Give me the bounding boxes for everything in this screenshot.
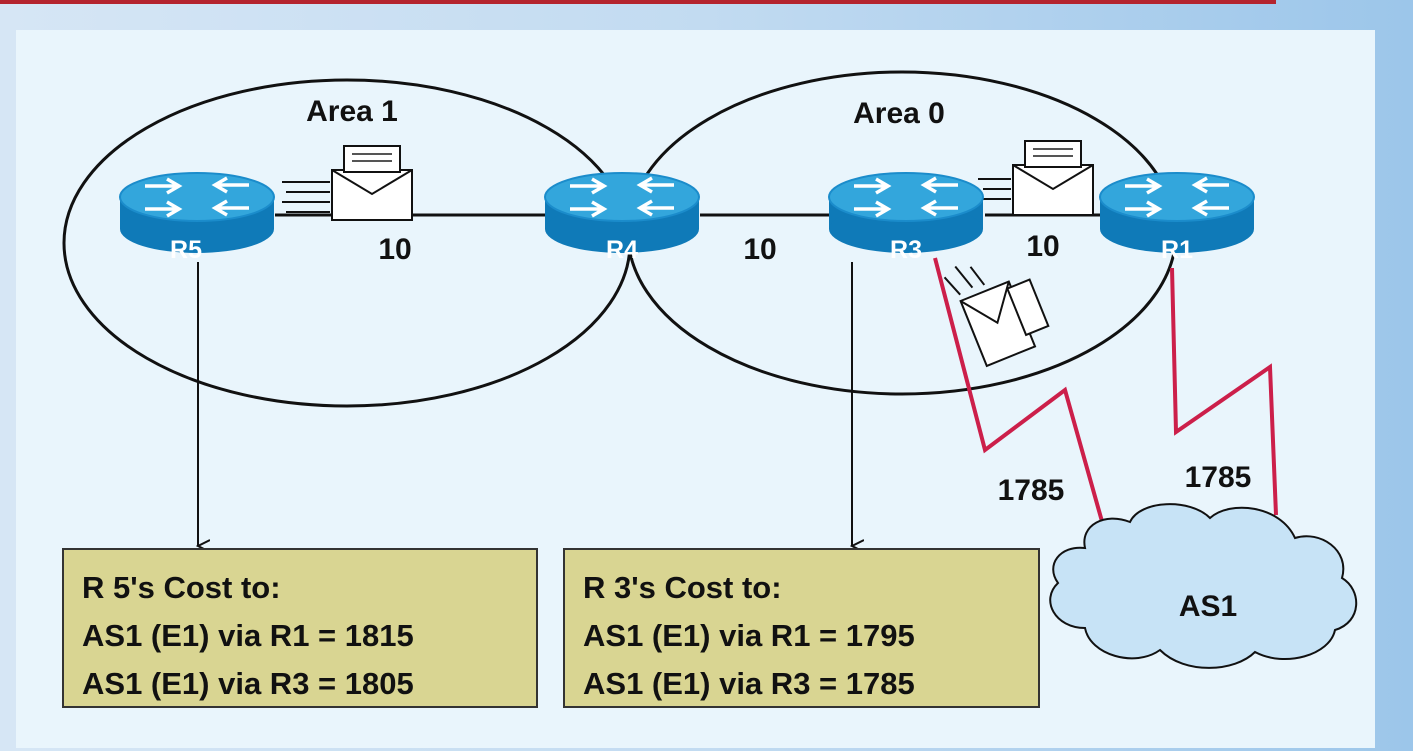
cost-label-r5-r4: 10 — [378, 233, 411, 266]
cost-label-r4-r3: 10 — [743, 233, 776, 266]
cost-label-r3-r1: 10 — [1026, 230, 1059, 263]
cost-label-r3-as1: 1785 — [998, 474, 1065, 507]
router-r5-label: R5 — [170, 236, 202, 264]
r5-cost-box: R 5's Cost to: AS1 (E1) via R1 = 1815 AS… — [62, 548, 538, 708]
r5-cost-via-r3: AS1 (E1) via R3 = 1805 — [82, 666, 414, 701]
r3-cost-title: R 3's Cost to: — [583, 570, 782, 605]
router-r4-label: R4 — [606, 236, 638, 264]
router-r3-label: R3 — [890, 236, 922, 264]
lsa-envelope-r3 — [978, 140, 1094, 216]
area0-label: Area 0 — [853, 97, 945, 130]
area1-label: Area 1 — [306, 95, 398, 128]
as1-label: AS1 — [1179, 590, 1237, 623]
lsa-envelope-r3-outbound — [943, 265, 1050, 368]
r3-cost-via-r1: AS1 (E1) via R1 = 1795 — [583, 618, 915, 653]
top-accent-bar — [0, 0, 1276, 4]
router-r1-label: R1 — [1161, 236, 1193, 264]
r3-cost-box: R 3's Cost to: AS1 (E1) via R1 = 1795 AS… — [563, 548, 1040, 708]
lsa-envelope-r5 — [282, 145, 413, 221]
serial-link-r1-as1 — [1170, 267, 1278, 516]
r3-cost-via-r3: AS1 (E1) via R3 = 1785 — [583, 666, 915, 701]
r5-cost-title: R 5's Cost to: — [82, 570, 281, 605]
cost-label-r1-as1: 1785 — [1185, 461, 1252, 494]
as1-cloud — [1049, 503, 1358, 669]
r5-cost-via-r1: AS1 (E1) via R1 = 1815 — [82, 618, 414, 653]
serial-link-r3-as1 — [933, 257, 1105, 526]
